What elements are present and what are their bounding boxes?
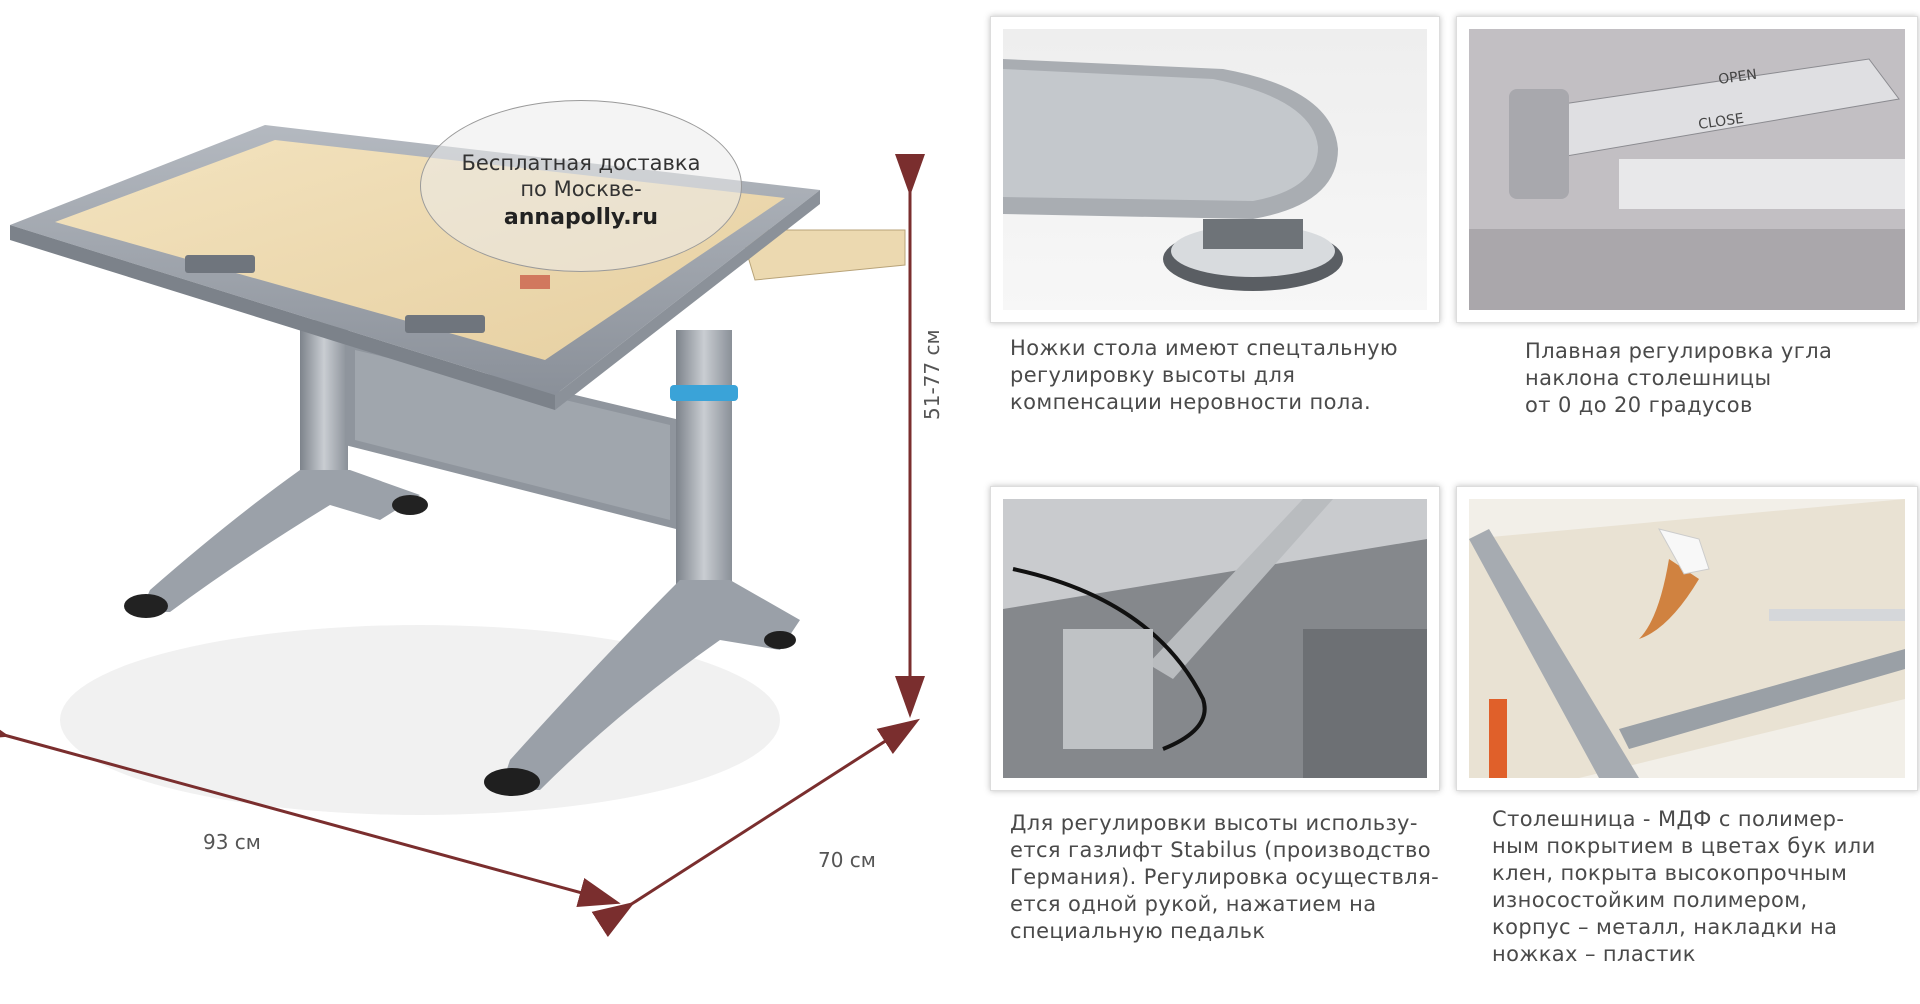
photo-foot [990, 16, 1440, 323]
photo-tilt-lever: OPEN CLOSE [1456, 16, 1918, 323]
promo-site[interactable]: annapolly.ru [503, 205, 659, 230]
free-delivery-badge: Бесплатная доставка по Москве- annapolly… [420, 100, 742, 272]
lever-close-label: CLOSE [1697, 111, 1745, 133]
caption-tabletop: Столешница - МДФ с полимер- ным покрытие… [1492, 807, 1876, 966]
photo-tabletop [1456, 486, 1918, 791]
tabletop-photo-drawing [1469, 499, 1905, 778]
width-arrow [0, 711, 621, 907]
gaslift-photo-drawing [1003, 499, 1427, 778]
lever-photo-drawing: OPEN CLOSE [1469, 29, 1905, 310]
lever-open-label: OPEN [1717, 67, 1758, 88]
promo-line-2: по Москве- [520, 177, 642, 201]
caption-gaslift: Для регулировки высоты использу- ется га… [1010, 811, 1440, 943]
caption-tilt: Плавная регулировка угла наклона столешн… [1525, 339, 1833, 417]
modesty-panel [345, 340, 680, 530]
photo-gaslift [990, 486, 1440, 791]
desk-illustration: Бесплатная доставка по Москве- annapolly… [0, 0, 960, 1000]
depth-label: 70 см [818, 848, 876, 872]
promo-line-1: Бесплатная доставка [461, 151, 701, 175]
caption-feet: Ножки стола имеют спецтальную регулировк… [1010, 336, 1398, 414]
depth-arrow [591, 718, 921, 938]
foot-photo-drawing [1003, 59, 1343, 291]
height-label: 51-77 см [920, 329, 944, 420]
back-leg [124, 320, 428, 618]
width-label: 93 см [203, 830, 261, 854]
